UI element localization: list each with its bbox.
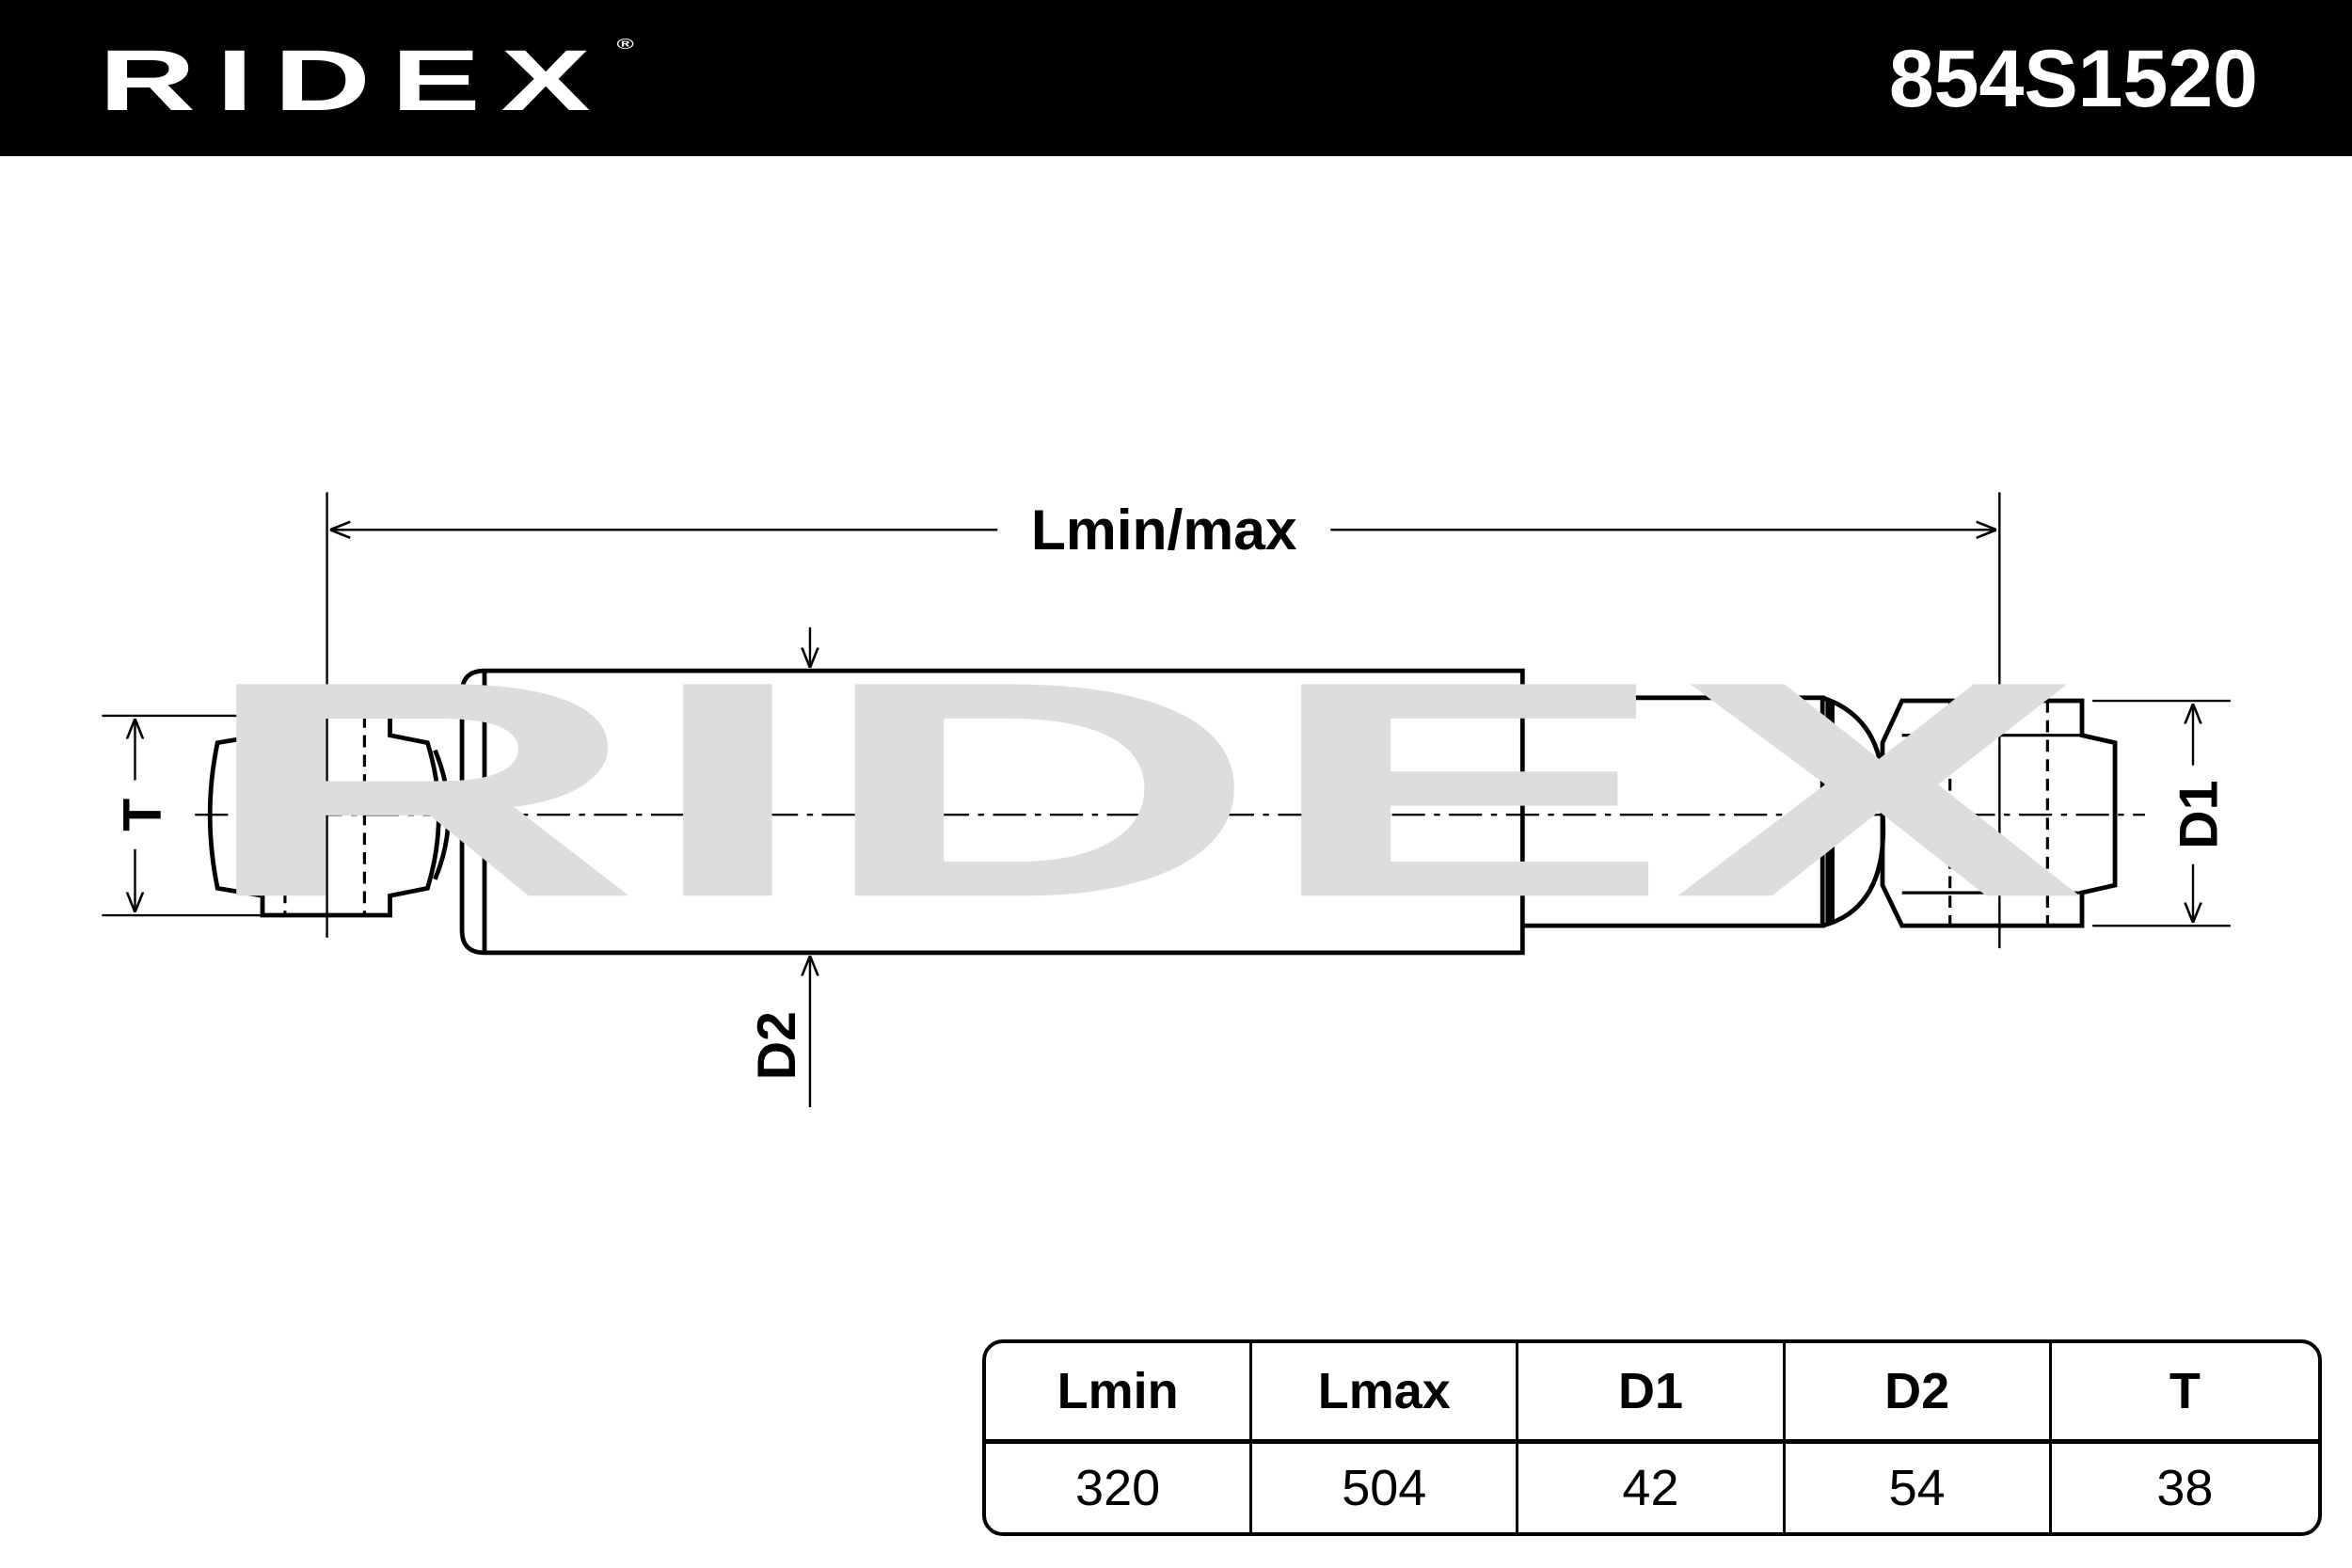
value-lmin: 320 bbox=[986, 1444, 1253, 1532]
table-header-row: Lmin Lmax D1 D2 T bbox=[986, 1343, 2318, 1444]
header-lmin: Lmin bbox=[986, 1343, 1253, 1444]
d1-label: D1 bbox=[2169, 781, 2230, 849]
watermark: RIDEX bbox=[195, 618, 2088, 961]
header-d1: D1 bbox=[1518, 1343, 1786, 1444]
header-lmax: Lmax bbox=[1252, 1343, 1519, 1444]
value-lmax: 504 bbox=[1252, 1444, 1519, 1532]
length-label: Lmin/max bbox=[1031, 498, 1297, 562]
value-d1: 42 bbox=[1518, 1444, 1786, 1532]
shock-outline bbox=[207, 668, 2118, 956]
header-bar: RIDEX® 854S1520 bbox=[0, 0, 2352, 156]
value-t: 38 bbox=[2156, 1460, 2214, 1516]
spec-table: Lmin Lmax D1 D2 T 320 504 42 54 38 bbox=[982, 1339, 2322, 1536]
header-t: T bbox=[2051, 1343, 2318, 1444]
brand-name: RIDEX bbox=[99, 33, 612, 129]
table-row: 320 504 42 54 38 bbox=[986, 1444, 2318, 1532]
value-d2: 54 bbox=[1786, 1444, 2052, 1532]
header-d2: D2 bbox=[1785, 1343, 2052, 1444]
t-label: T bbox=[113, 799, 173, 832]
registered-mark: ® bbox=[616, 37, 634, 53]
brand-logo: RIDEX® bbox=[99, 37, 634, 125]
dimension-lines bbox=[102, 492, 2231, 1108]
d2-label: D2 bbox=[747, 1011, 807, 1080]
part-number: 854S1520 bbox=[1888, 34, 2258, 124]
